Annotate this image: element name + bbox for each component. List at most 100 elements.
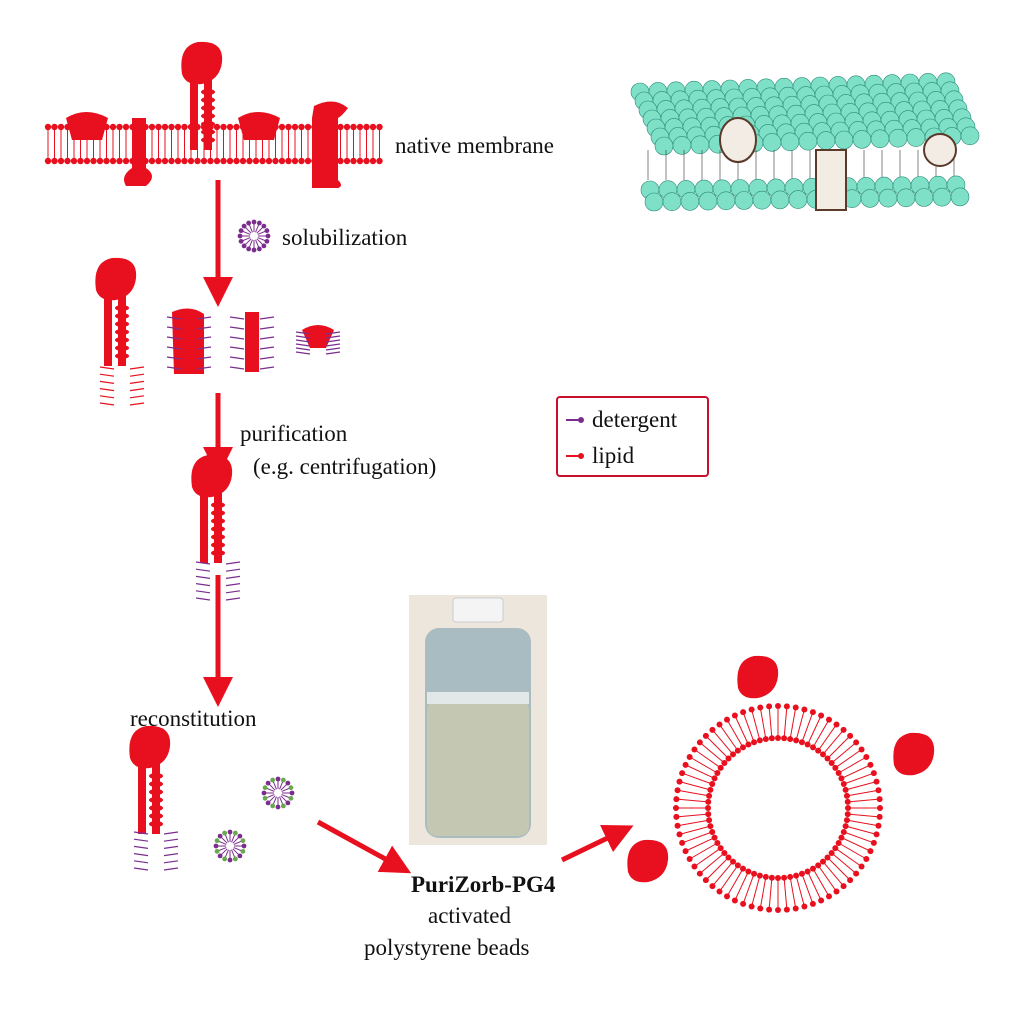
lipid-tail [849,798,878,803]
lipid-head [731,897,738,904]
membrane-3d-illustration [630,72,980,212]
protein-receptor-helix [201,97,215,103]
detergent-head [251,219,257,225]
lipid-head [109,157,117,165]
lipid-spike [129,373,145,377]
lipid-tail [849,813,878,818]
lipid-head [826,893,832,900]
lipid-head [826,716,832,723]
legend-label: detergent [592,407,678,432]
lipid-spike [99,388,115,392]
lipid-head-3d [852,130,872,149]
lipid-tail [843,837,869,851]
lipid-tail [832,743,855,763]
lipid-head [696,739,703,746]
protein-receptor-helix [201,113,215,119]
lipid-head [213,123,221,131]
detergent-spike [229,336,245,340]
lipid-head [787,736,794,743]
lipid-head [356,157,364,165]
lipid-tail [848,820,877,826]
lipid-head [876,796,883,803]
purified-receptor-helix [211,502,225,508]
purified-receptor-helix [211,550,225,556]
lipid-head [717,845,724,852]
lipid-head [716,888,723,895]
lipid-tail [695,848,720,866]
lipid-head [213,157,221,165]
detergent-head [265,780,271,786]
protein-transmembrane [124,118,152,186]
lipid-head [376,123,383,131]
lipid-tail [840,757,865,773]
lipid-head [350,157,357,165]
protein-3d [719,117,757,163]
lipid-head [194,157,201,165]
lipid-head [781,735,788,742]
lipid-head [304,157,312,165]
lipid-tail [783,879,788,908]
mixed-micelle [261,776,295,810]
detergent-spike [225,583,241,587]
reconstitution-receptor-helix [149,797,163,803]
lipid-head [168,157,175,165]
lipid-head-3d [870,129,890,149]
lipid-head [835,770,842,776]
lipid-tail [743,875,754,903]
lipid-head [783,703,790,710]
lipid-head [863,754,870,760]
lipid-head [870,839,877,846]
lipid-tail [735,873,749,899]
detergent-spike [166,316,182,320]
lipid-head [840,726,847,733]
lipid-spike [99,402,115,406]
detergent-head [237,233,243,239]
lipid-spike [99,395,115,399]
lipid-head [809,900,816,907]
lipid-head [717,764,724,771]
liposome-protein-head [893,732,935,776]
purified-receptor-helix [211,510,225,516]
detergent-head [264,238,270,244]
lipid-tail [818,866,836,891]
lipid-tail [802,713,813,741]
lipid-head [766,703,773,710]
detergent-head [275,804,281,810]
protein-receptor-helix [201,121,215,127]
lipid-head [174,123,182,131]
reconstitution-receptor-helix [149,789,163,795]
lipid-tail [832,853,855,873]
lipid-head [298,157,305,165]
solubilized-receptor-stalk [104,296,112,366]
lipid-tail [843,765,869,779]
lipid-head [686,754,693,760]
lipid-head [90,157,97,165]
lipid-head [853,870,860,877]
detergent-spike [196,366,212,370]
detergent-spike [295,335,311,339]
lipid-spike [129,388,145,392]
detergent-spike [196,356,212,360]
lipid-head [853,739,860,746]
lipid-head [724,716,730,723]
reconstituted-liposome [627,655,935,913]
lipid-tail [691,843,716,859]
lipid-head [691,746,698,753]
lipid-head [721,849,728,856]
lipid-head [64,157,71,165]
lipid-head [226,123,234,131]
solubilized-receptor-helix [115,313,129,319]
lipid-head [369,123,377,131]
detergent-head [265,800,271,806]
label-solubilization: solubilization [282,225,408,250]
solubilized-receptor-helix [115,329,129,335]
detergent-head [262,785,268,791]
liposome-protein-head [737,655,779,699]
solubilized-receptor-helix [115,353,129,359]
lipid-head [801,706,808,713]
lipid-head [226,157,234,165]
lipid-head [740,709,747,716]
protein-3d [923,133,957,167]
lipid-head-3d [878,188,898,208]
detergent-head [285,780,291,786]
